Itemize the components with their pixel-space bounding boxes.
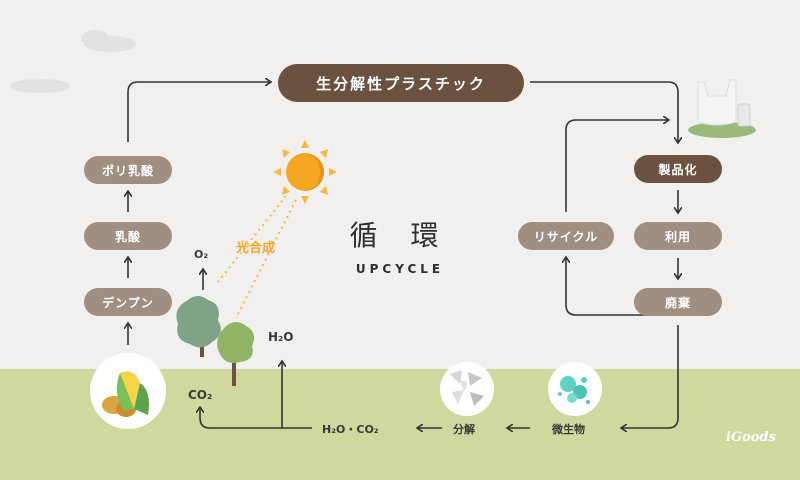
arrow-waste-to-recycle — [566, 258, 678, 316]
center-title: 循 環 — [349, 219, 451, 252]
photosynthesis-label: 光合成 — [236, 241, 276, 256]
decomposition-label: 分解 — [453, 423, 475, 436]
microbe-label: 微生物 — [552, 423, 585, 436]
node-polylactic-acid: ポリ乳酸 — [84, 156, 172, 184]
arrow-recycle-to-product — [565, 120, 668, 212]
cloud-icon — [10, 30, 136, 93]
node-waste: 廃棄 — [634, 288, 722, 316]
sun-ray-2 — [235, 199, 297, 319]
h2o-label: H₂O — [268, 330, 294, 344]
tree-icon — [176, 296, 254, 386]
arrow-gas-to-co2 — [200, 408, 312, 429]
co2-label: CO₂ — [188, 388, 213, 402]
igoods-logo: iGoods — [726, 430, 776, 445]
center-subtitle: UPCYCLE — [355, 262, 445, 276]
fragments-icon — [440, 362, 494, 416]
h2o-co2-label: H₂O・CO₂ — [322, 423, 379, 436]
o2-label: O₂ — [194, 248, 209, 261]
node-starch: デンプン — [84, 288, 172, 316]
plastic-bag-icon — [688, 79, 756, 138]
sun-ray-1 — [217, 195, 287, 283]
node-use: 利用 — [634, 222, 722, 250]
corn-icon — [90, 353, 166, 429]
arrow-title-to-product — [530, 81, 678, 142]
arrow-waste-to-microbe — [622, 325, 679, 428]
microbe-icon — [548, 362, 602, 416]
sun-icon — [273, 140, 337, 204]
node-productization: 製品化 — [634, 155, 722, 183]
node-recycle: リサイクル — [518, 222, 614, 250]
biodegradable-plastic-title: 生分解性プラスチック — [278, 64, 524, 102]
node-lactic-acid: 乳酸 — [84, 222, 172, 250]
arrow-to-title — [127, 82, 270, 142]
